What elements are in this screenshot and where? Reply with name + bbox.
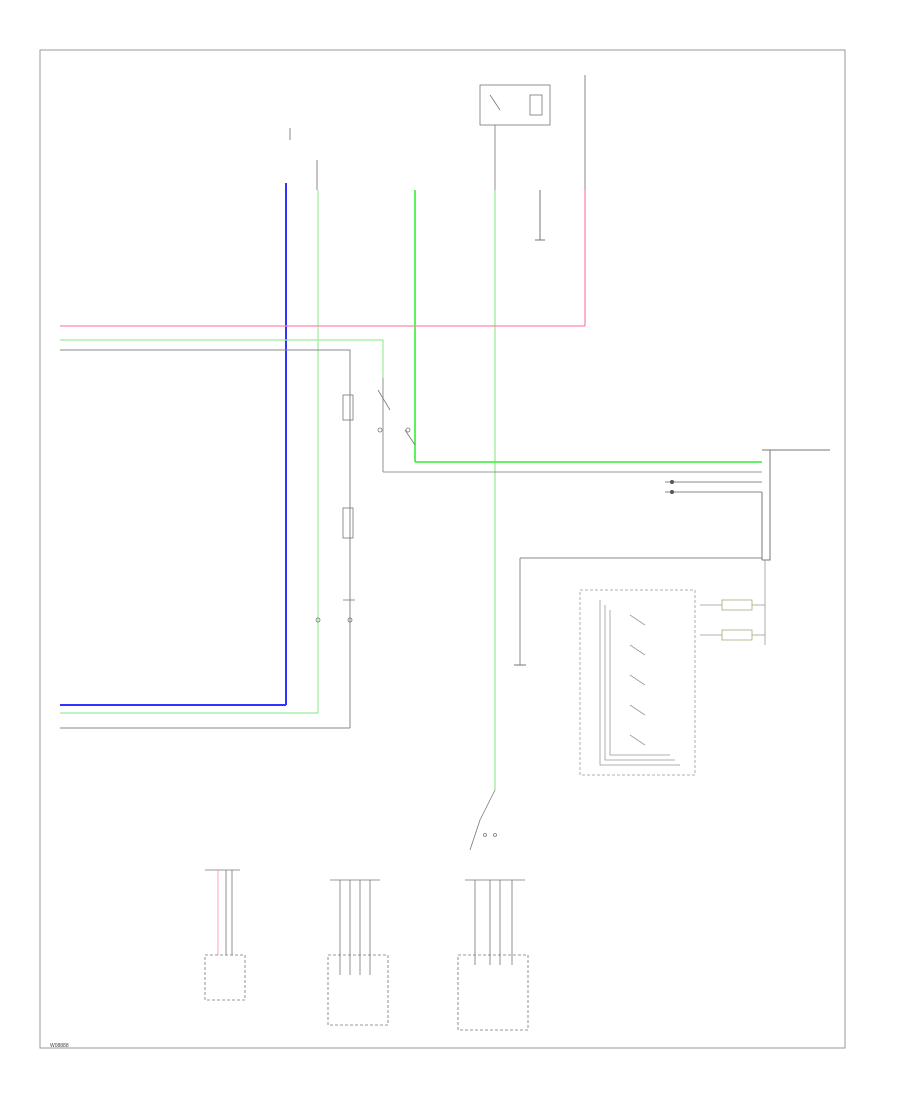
power-source-left — [289, 128, 318, 190]
splice-dot-b — [670, 490, 674, 494]
diagram-frame — [39, 49, 846, 1049]
right-connector — [761, 449, 830, 561]
connector-bottom-2 — [327, 879, 389, 1026]
bottom-switch — [469, 789, 497, 851]
connector-bottom-1 — [204, 869, 246, 1001]
footer-id: W08888 — [50, 1043, 69, 1049]
wire-green-horizontal-a — [60, 339, 384, 378]
relay-top — [479, 84, 551, 190]
fuse-right — [535, 190, 545, 241]
connector-bottom-3 — [457, 879, 529, 1031]
relay-block — [315, 378, 762, 623]
wire-gray-horizontal-a — [60, 349, 351, 728]
switch-box — [579, 560, 766, 776]
splice-dot-a — [670, 480, 674, 484]
